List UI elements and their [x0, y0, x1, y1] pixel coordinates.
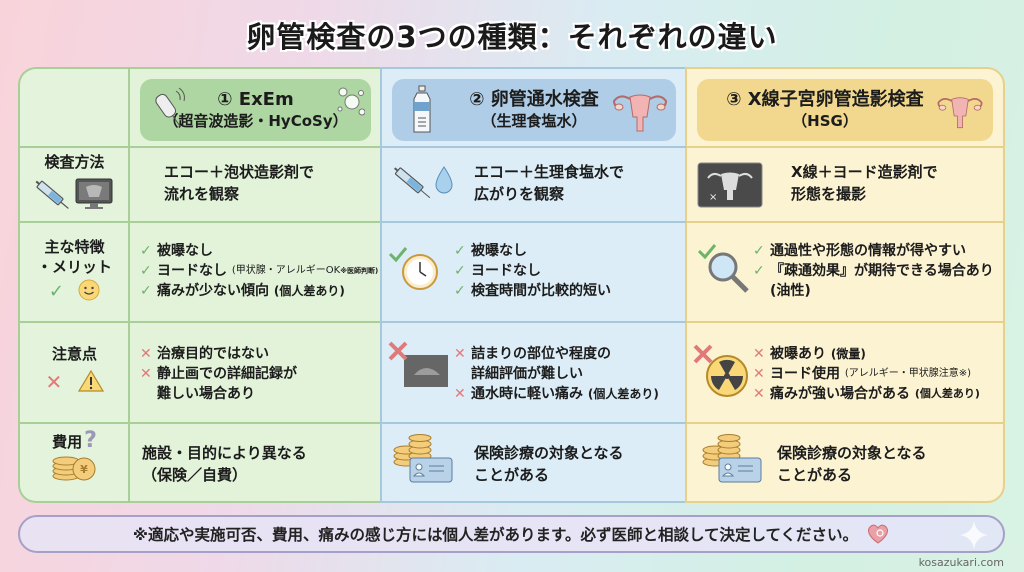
row-label-column: 検査方法 主な特徴 ・メリット ✓ 注意点 ✕ 費用? ¥	[18, 67, 129, 503]
cross-icon: ✕	[753, 346, 765, 362]
cautions-label: 注意点	[51, 345, 97, 363]
hsg-title: ③ X線子宮卵管造影検査	[726, 89, 924, 110]
hydrotubation-subtitle: （生理食塩水）	[481, 112, 587, 130]
header-hsg: ③ X線子宮卵管造影検査 （HSG）	[697, 79, 993, 141]
exem-subtitle: （超音波造影・HyCoSy）	[163, 112, 348, 130]
divider	[380, 146, 686, 148]
cross-icon: ✕	[753, 366, 765, 382]
cross-icon: ✕	[753, 386, 765, 402]
exem-cautions: ✕治療目的ではない ✕静止画での詳細記録が 難しい場合あり	[140, 346, 297, 402]
cross-icon: ✕	[45, 370, 63, 394]
check-icon: ✓	[140, 283, 152, 299]
hydrotubation-cost: 保険診療の対象となる ことがある	[474, 444, 624, 484]
exem-title: ① ExEm	[217, 89, 294, 110]
hsg-cautions: ✕被曝あり (微量) ✕ヨード使用 (アレルギー・甲状腺注意※) ✕痛みが強い場…	[753, 346, 980, 402]
check-icon: ✓	[753, 243, 765, 259]
hydrotubation-method: エコー＋生理食塩水で 広がりを観察	[474, 163, 625, 203]
hsg-cost: 保険診療の対象となる ことがある	[777, 444, 927, 484]
hydrotubation-cautions: ✕詰まりの部位や程度の 詳細評価が難しい ✕通水時に軽い痛み (個人差あり)	[454, 346, 659, 402]
column-exem: ① ExEm （超音波造影・HyCoSy） エコー＋泡状造影剤で 流れを観察 ✓…	[128, 67, 381, 503]
page-title: 卵管検査の3つの種類：それぞれの違い	[246, 20, 778, 54]
divider	[18, 146, 380, 148]
method-label: 検査方法	[44, 153, 105, 171]
water-bottle-icon	[413, 85, 431, 133]
cross-icon: ✕	[140, 366, 152, 382]
syringe-monitor-icon	[35, 178, 112, 209]
exem-merits: ✓被曝なし ✓ヨードなし (甲状腺・アレルギーOK※医師判断) ✓痛みが少ない傾…	[140, 243, 379, 299]
divider	[380, 422, 686, 424]
site-credit: kosazukari.com	[918, 556, 1004, 569]
cross-ultrasound-image-icon	[388, 341, 448, 387]
divider	[686, 321, 1005, 323]
divider	[686, 221, 1005, 223]
ultrasound-probe-icon	[155, 87, 185, 128]
hsg-subtitle: （HSG）	[792, 112, 858, 130]
cross-icon: ✕	[454, 386, 466, 402]
bubbles-icon	[337, 87, 365, 116]
xray-uterus-icon: ×	[697, 162, 763, 208]
divider	[380, 321, 686, 323]
cost-label: 費用	[52, 433, 83, 451]
check-clock-icon	[388, 247, 438, 290]
divider	[18, 321, 380, 323]
header-exem: ① ExEm （超音波造影・HyCoSy）	[140, 79, 371, 141]
sparkle-icon	[960, 521, 988, 549]
cross-radiation-icon	[693, 344, 748, 397]
row-label-merits: 主な特徴 ・メリット ✓	[20, 237, 129, 302]
cross-icon: ✕	[140, 346, 152, 362]
column-hydrotubation: ② 卵管通水検査 （生理食塩水） エコー＋生理食塩水で 広がりを観察 ✓被曝なし…	[380, 67, 686, 503]
hsg-merits: ✓通過性や形態の情報が得やすい ✓『疎通効果』が期待できる場合あり (油性)	[753, 243, 994, 299]
divider	[380, 221, 686, 223]
check-icon: ✓	[48, 281, 64, 302]
check-icon: ✓	[454, 243, 466, 259]
row-label-cost: 費用? ¥	[20, 428, 129, 487]
divider	[686, 146, 1005, 148]
column-hsg: ③ X線子宮卵管造影検査 （HSG） × X線＋ヨード造影剤で 形態を撮影 ✓通…	[685, 67, 1005, 503]
row-label-cautions: 注意点 ✕	[20, 344, 129, 394]
hydrotubation-merits: ✓被曝なし ✓ヨードなし ✓検査時間が比較的短い	[454, 243, 611, 299]
exem-method: エコー＋泡状造影剤で 流れを観察	[164, 163, 315, 203]
check-icon: ✓	[454, 283, 466, 299]
smiley-icon	[78, 279, 100, 301]
coins-insurance-card-icon	[393, 434, 453, 483]
footer-note: ※適応や実施可否、費用、痛みの感じ方には個人差があります。必ず医師と相談して決定…	[18, 515, 1005, 553]
hsg-method: X線＋ヨード造影剤で 形態を撮影	[791, 163, 938, 203]
merits-label-2: ・メリット	[36, 258, 112, 276]
heart-icon	[868, 524, 888, 544]
hydrotubation-title: ② 卵管通水検査	[469, 89, 599, 110]
cross-icon: ✕	[454, 346, 466, 362]
header-hydrotubation: ② 卵管通水検査 （生理食塩水）	[392, 79, 676, 141]
check-icon: ✓	[454, 263, 466, 279]
comparison-table: 検査方法 主な特徴 ・メリット ✓ 注意点 ✕ 費用? ¥ ①	[18, 67, 1005, 503]
uterus-icon	[937, 97, 983, 129]
row-label-method: 検査方法	[20, 152, 129, 216]
question-icon: ?	[84, 428, 97, 453]
check-icon: ✓	[753, 263, 765, 279]
divider	[18, 422, 380, 424]
syringe-water-drop-icon	[394, 166, 453, 199]
coins-insurance-card-icon	[702, 434, 762, 483]
uterus-icon	[612, 94, 668, 132]
divider	[686, 422, 1005, 424]
exem-cost: 施設・目的により異なる （保険／自費）	[142, 444, 307, 484]
check-magnifier-icon	[697, 244, 749, 293]
divider	[18, 221, 380, 223]
check-icon: ✓	[140, 243, 152, 259]
svg-text:×: ×	[709, 192, 717, 203]
check-icon: ✓	[140, 263, 152, 279]
svg-text:¥: ¥	[80, 463, 88, 476]
yen-coins-icon: ¥	[52, 456, 95, 481]
footer-note-text: ※適応や実施可否、費用、痛みの感じ方には個人差があります。必ず医師と相談して決定…	[132, 526, 859, 544]
merits-label-1: 主な特徴	[44, 238, 105, 256]
warning-icon	[77, 369, 104, 392]
